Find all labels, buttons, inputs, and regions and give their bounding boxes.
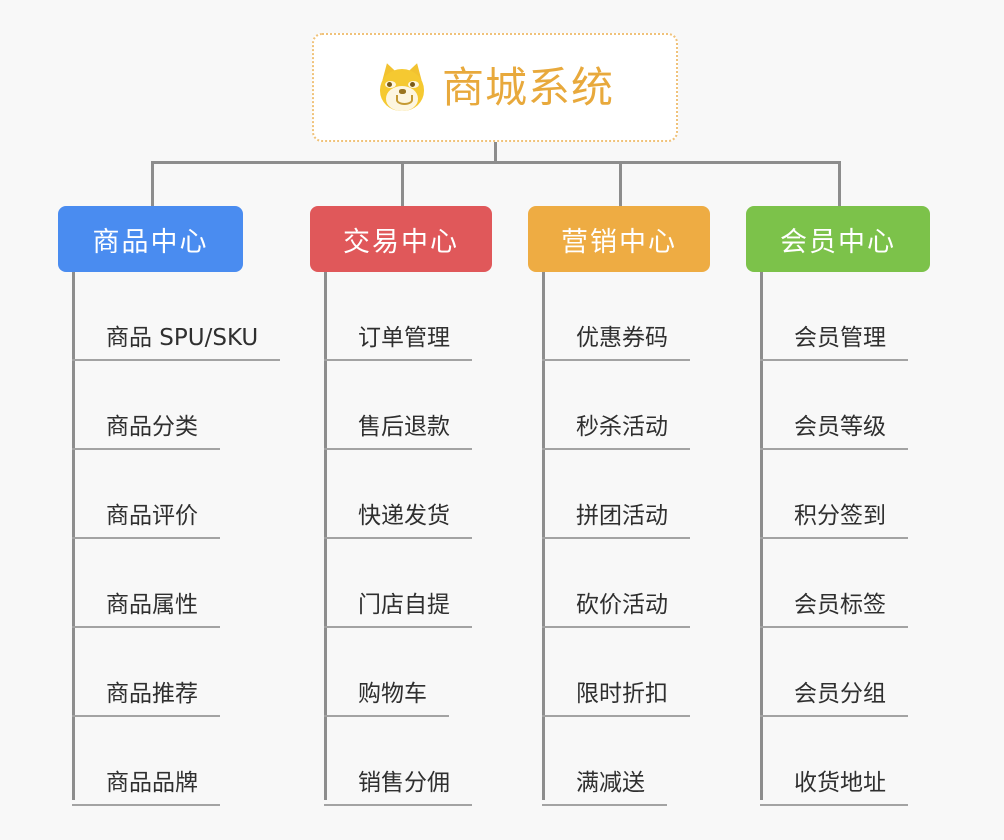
leaf-item-label: 商品属性 xyxy=(72,591,220,628)
leaf-item-label: 优惠券码 xyxy=(542,324,690,361)
leaf-item-label: 商品分类 xyxy=(72,413,220,450)
leaf-item-label: 会员标签 xyxy=(760,591,908,628)
leaf-item[interactable]: 优惠券码 xyxy=(528,272,710,361)
leaf-item-label: 购物车 xyxy=(324,680,449,717)
leaf-list-4: 会员管理会员等级积分签到会员标签会员分组收货地址 xyxy=(746,272,930,806)
leaf-item[interactable]: 订单管理 xyxy=(310,272,492,361)
leaf-item[interactable]: 商品 SPU/SKU xyxy=(58,272,281,361)
leaf-item[interactable]: 秒杀活动 xyxy=(528,361,710,450)
connector-drop-3 xyxy=(619,161,622,206)
trunk-line-2 xyxy=(324,272,327,800)
category-header-3[interactable]: 营销中心 xyxy=(528,206,710,272)
leaf-item[interactable]: 商品评价 xyxy=(58,450,243,539)
leaf-item-label: 商品 SPU/SKU xyxy=(72,324,281,361)
connector-drop-1 xyxy=(151,161,154,206)
leaf-item-label: 限时折扣 xyxy=(542,680,690,717)
category-column-4: 会员中心会员管理会员等级积分签到会员标签会员分组收货地址 xyxy=(746,206,930,806)
category-column-3: 营销中心优惠券码秒杀活动拼团活动砍价活动限时折扣满减送 xyxy=(528,206,710,806)
leaf-item[interactable]: 会员标签 xyxy=(746,539,930,628)
leaf-item[interactable]: 砍价活动 xyxy=(528,539,710,628)
root-node[interactable]: 商城系统 xyxy=(312,33,678,142)
leaf-item[interactable]: 拼团活动 xyxy=(528,450,710,539)
leaf-item-label: 会员管理 xyxy=(760,324,908,361)
category-column-2: 交易中心订单管理售后退款快递发货门店自提购物车销售分佣 xyxy=(310,206,492,806)
leaf-item-label: 砍价活动 xyxy=(542,591,690,628)
category-header-1[interactable]: 商品中心 xyxy=(58,206,243,272)
trunk-line-4 xyxy=(760,272,763,800)
shiba-inu-icon xyxy=(376,60,428,114)
leaf-item-label: 满减送 xyxy=(542,769,667,806)
leaf-item-label: 售后退款 xyxy=(324,413,472,450)
leaf-item[interactable]: 收货地址 xyxy=(746,717,930,806)
leaf-item-label: 收货地址 xyxy=(760,769,908,806)
leaf-item[interactable]: 商品品牌 xyxy=(58,717,243,806)
leaf-item-label: 快递发货 xyxy=(324,502,472,539)
leaf-item[interactable]: 商品属性 xyxy=(58,539,243,628)
leaf-item[interactable]: 会员管理 xyxy=(746,272,930,361)
leaf-item[interactable]: 销售分佣 xyxy=(310,717,492,806)
leaf-item-label: 商品评价 xyxy=(72,502,220,539)
leaf-item[interactable]: 限时折扣 xyxy=(528,628,710,717)
leaf-item[interactable]: 会员分组 xyxy=(746,628,930,717)
leaf-item[interactable]: 商品分类 xyxy=(58,361,243,450)
root-title: 商城系统 xyxy=(441,62,614,112)
leaf-item[interactable]: 积分签到 xyxy=(746,450,930,539)
category-header-2[interactable]: 交易中心 xyxy=(310,206,492,272)
connector-root-stem xyxy=(494,142,497,164)
leaf-item-label: 销售分佣 xyxy=(324,769,472,806)
leaf-item[interactable]: 会员等级 xyxy=(746,361,930,450)
leaf-item-label: 会员分组 xyxy=(760,680,908,717)
leaf-item-label: 门店自提 xyxy=(324,591,472,628)
leaf-item[interactable]: 快递发货 xyxy=(310,450,492,539)
connector-horizontal-bus xyxy=(151,161,841,164)
leaf-item[interactable]: 购物车 xyxy=(310,628,492,717)
trunk-line-3 xyxy=(542,272,545,800)
leaf-item-label: 订单管理 xyxy=(324,324,472,361)
leaf-item-label: 商品推荐 xyxy=(72,680,220,717)
leaf-item-label: 会员等级 xyxy=(760,413,908,450)
category-header-label: 交易中心 xyxy=(343,226,459,258)
connector-drop-2 xyxy=(401,161,404,206)
leaf-item[interactable]: 售后退款 xyxy=(310,361,492,450)
leaf-item-label: 秒杀活动 xyxy=(542,413,690,450)
trunk-line-1 xyxy=(72,272,75,800)
category-header-label: 营销中心 xyxy=(561,226,677,258)
category-header-label: 会员中心 xyxy=(780,226,896,258)
connector-drop-4 xyxy=(838,161,841,206)
leaf-list-3: 优惠券码秒杀活动拼团活动砍价活动限时折扣满减送 xyxy=(528,272,710,806)
leaf-list-1: 商品 SPU/SKU 商品分类商品评价商品属性商品推荐商品品牌 xyxy=(58,272,281,806)
leaf-list-2: 订单管理售后退款快递发货门店自提购物车销售分佣 xyxy=(310,272,492,806)
leaf-item-label: 拼团活动 xyxy=(542,502,690,539)
leaf-item[interactable]: 商品推荐 xyxy=(58,628,243,717)
leaf-item-label: 商品品牌 xyxy=(72,769,220,806)
category-header-label: 商品中心 xyxy=(92,226,209,258)
leaf-item-label: 积分签到 xyxy=(760,502,908,539)
category-column-1: 商品中心商品 SPU/SKU 商品分类商品评价商品属性商品推荐商品品牌 xyxy=(58,206,281,806)
leaf-item[interactable]: 门店自提 xyxy=(310,539,492,628)
category-header-4[interactable]: 会员中心 xyxy=(746,206,930,272)
leaf-item[interactable]: 满减送 xyxy=(528,717,710,806)
